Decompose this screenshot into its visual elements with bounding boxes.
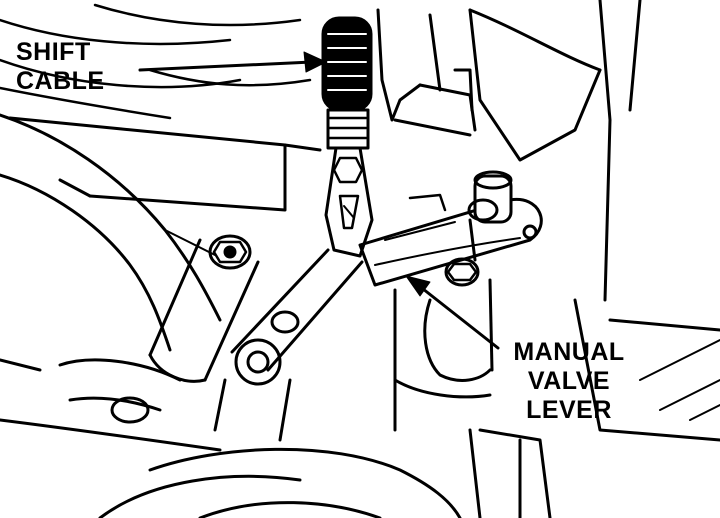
lower-nut: [444, 257, 480, 287]
shift-cable-label: SHIFT CABLE: [16, 38, 105, 96]
shift-cable-leader: [138, 51, 327, 73]
left-mount-bolt: [208, 234, 252, 270]
manual-shaft-bolt: [467, 170, 513, 262]
upper-bracket: [8, 116, 322, 212]
transmission-case: [393, 278, 494, 432]
manual-valve-lever-label-line-1: MANUAL: [513, 338, 625, 366]
lower-right-housing: [468, 298, 720, 518]
manual-valve-lever-plate: [358, 193, 543, 287]
left-hose: [0, 113, 222, 352]
lower-pivot: [213, 338, 292, 442]
shift-cable-boot: [321, 16, 373, 150]
linkage-rod: [230, 248, 364, 372]
lower-left-parts: [0, 358, 462, 518]
shift-cable-label-line-2: CABLE: [16, 67, 105, 95]
upper-right-housing: [468, 0, 642, 302]
manual-valve-lever-leader: [405, 275, 500, 350]
shift-cable-label-line-1: SHIFT: [16, 38, 91, 66]
manual-valve-lever-label: MANUAL VALVE LEVER: [494, 338, 644, 425]
upper-body-curves: [0, 3, 312, 120]
cable-bracket: [376, 8, 477, 137]
cable-clevis: [324, 146, 374, 258]
manual-valve-lever-label-line-3: LEVER: [526, 396, 612, 424]
manual-valve-lever-label-line-2: VALVE: [527, 367, 611, 395]
